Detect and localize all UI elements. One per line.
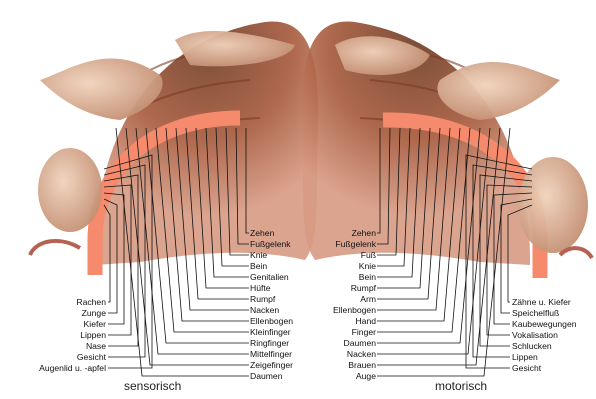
- sensory-label-nase: Nase: [10, 341, 106, 352]
- sensory-label-kleinfinger: Kleinfinger: [250, 327, 291, 338]
- sensory-label-rumpf: Rumpf: [250, 294, 275, 305]
- motor-label-ellenbogen: Ellenbogen: [296, 305, 376, 316]
- sensory-label-knie: Knie: [250, 250, 267, 261]
- motor-caption: motorisch: [435, 379, 487, 393]
- sensory-label-zeigefinger: Zeigefinger: [250, 360, 293, 371]
- motor-label-speichelfluss: Speichelfluß: [512, 308, 559, 319]
- motor-label-schlucken: Schlucken: [512, 341, 552, 352]
- motor-label-daumen: Daumen: [296, 338, 376, 349]
- motor-label-zehen: Zehen: [296, 228, 376, 239]
- motor-label-gesicht: Gesicht: [512, 363, 541, 374]
- sensory-label-kiefer: Kiefer: [10, 319, 106, 330]
- sensory-label-genitalien: Genitalien: [250, 272, 289, 283]
- sensory-label-zunge: Zunge: [10, 308, 106, 319]
- sensory-label-ellenbogen: Ellenbogen: [250, 316, 293, 327]
- motor-label-fussgelenk: Fußgelenk: [296, 239, 376, 250]
- sensory-label-huefte: Hüfte: [250, 283, 271, 294]
- sensory-label-rachen: Rachen: [10, 297, 106, 308]
- motor-label-kaubewegungen: Kaubewegungen: [512, 319, 577, 330]
- motor-label-auge: Auge: [296, 371, 376, 382]
- sensory-label-bein: Bein: [250, 261, 267, 272]
- motor-label-brauen: Brauen: [296, 360, 376, 371]
- motor-label-knie: Knie: [296, 261, 376, 272]
- sensory-label-ringfinger: Ringfinger: [250, 338, 289, 349]
- sensory-label-augenlid: Augenlid u. -apfel: [10, 363, 106, 374]
- sensory-label-daumen: Daumen: [250, 371, 282, 382]
- sensory-label-zehen: Zehen: [250, 228, 274, 239]
- motor-label-zaehne-kiefer: Zähne u. Kiefer: [512, 297, 571, 308]
- motor-label-vokalisation: Vokalisation: [512, 330, 558, 341]
- sensory-label-nacken: Nacken: [250, 305, 279, 316]
- motor-label-hand: Hand: [296, 316, 376, 327]
- motor-label-bein: Bein: [296, 272, 376, 283]
- sensory-label-fussgelenk: Fußgelenk: [250, 239, 291, 250]
- motor-label-lippen: Lippen: [512, 352, 538, 363]
- motor-label-arm: Arm: [296, 294, 376, 305]
- sensory-label-lippen: Lippen: [10, 330, 106, 341]
- sensory-label-gesicht: Gesicht: [10, 352, 106, 363]
- motor-label-finger: Finger: [296, 327, 376, 338]
- motor-label-rumpf: Rumpf: [296, 283, 376, 294]
- motor-label-nacken: Nacken: [296, 349, 376, 360]
- sensory-caption: sensorisch: [124, 379, 181, 393]
- motor-label-fuss: Fuß: [296, 250, 376, 261]
- sensory-label-mittelfinger: Mittelfinger: [250, 349, 292, 360]
